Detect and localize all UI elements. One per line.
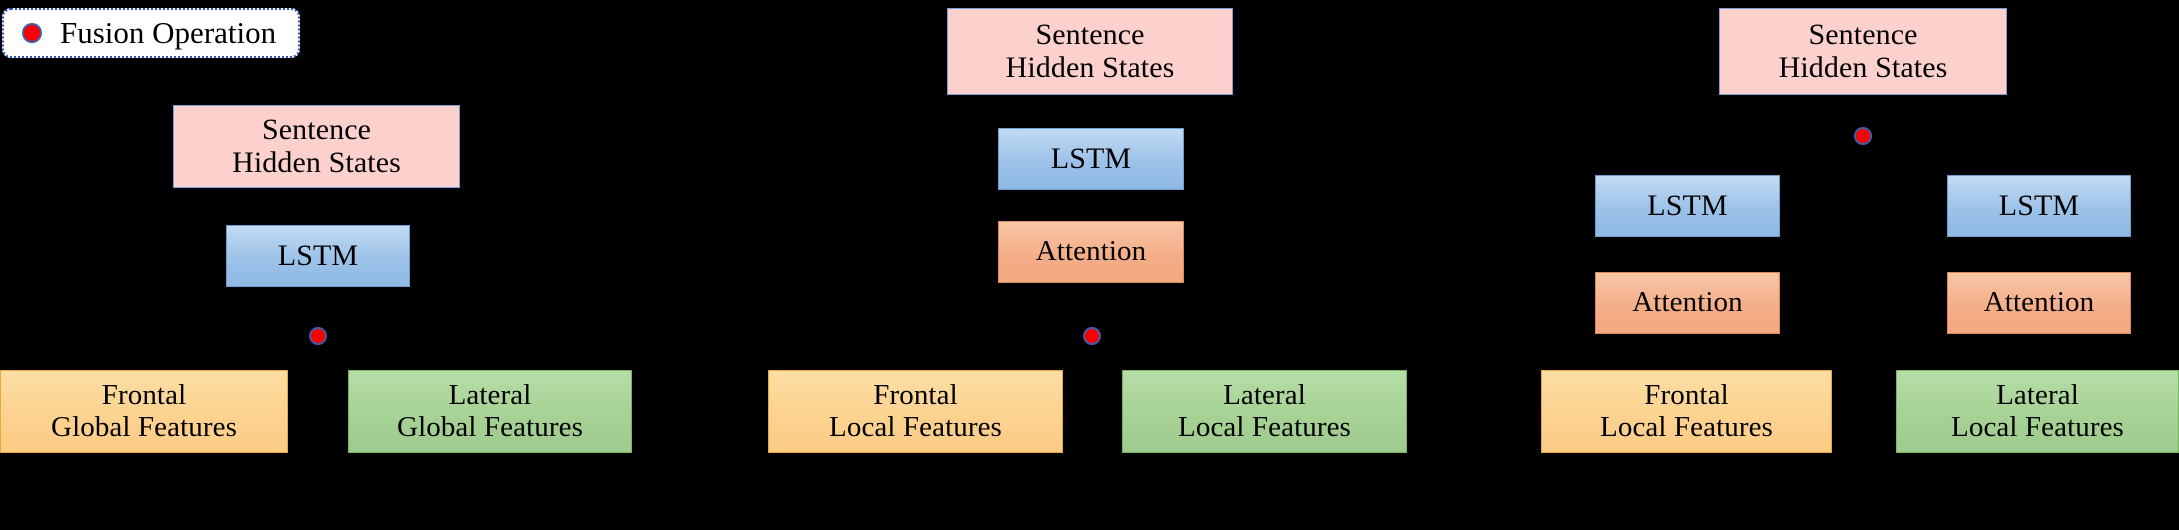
panel3-lstm-right: LSTM	[1947, 175, 2131, 237]
panel2-frontal-local-features: Frontal Local Features	[768, 370, 1063, 453]
legend-label: Fusion Operation	[60, 15, 277, 50]
panel3-lstm-left: LSTM	[1595, 175, 1780, 237]
panel1-lateral-global-features: Lateral Global Features	[348, 370, 632, 453]
legend-fusion-operation: Fusion Operation	[2, 8, 300, 58]
panel1-lstm: LSTM	[226, 225, 410, 287]
panel2-sentence-hidden-states: Sentence Hidden States	[947, 8, 1233, 95]
panel3-attention-left: Attention	[1595, 272, 1780, 334]
panel2-attention: Attention	[998, 221, 1184, 283]
panel2-lateral-local-features: Lateral Local Features	[1122, 370, 1407, 453]
panel3-sentence-hidden-states: Sentence Hidden States	[1719, 8, 2007, 95]
panel3-fusion-dot-icon	[1854, 127, 1872, 145]
panel3-lateral-local-features: Lateral Local Features	[1896, 370, 2179, 453]
fusion-operation-dot-icon	[22, 23, 42, 43]
panel3-attention-right: Attention	[1947, 272, 2131, 334]
panel2-lstm: LSTM	[998, 128, 1184, 190]
panel1-sentence-hidden-states: Sentence Hidden States	[173, 105, 460, 188]
panel3-frontal-local-features: Frontal Local Features	[1541, 370, 1832, 453]
panel1-frontal-global-features: Frontal Global Features	[0, 370, 288, 453]
panel2-fusion-dot-icon	[1083, 327, 1101, 345]
panel1-fusion-dot-icon	[309, 327, 327, 345]
